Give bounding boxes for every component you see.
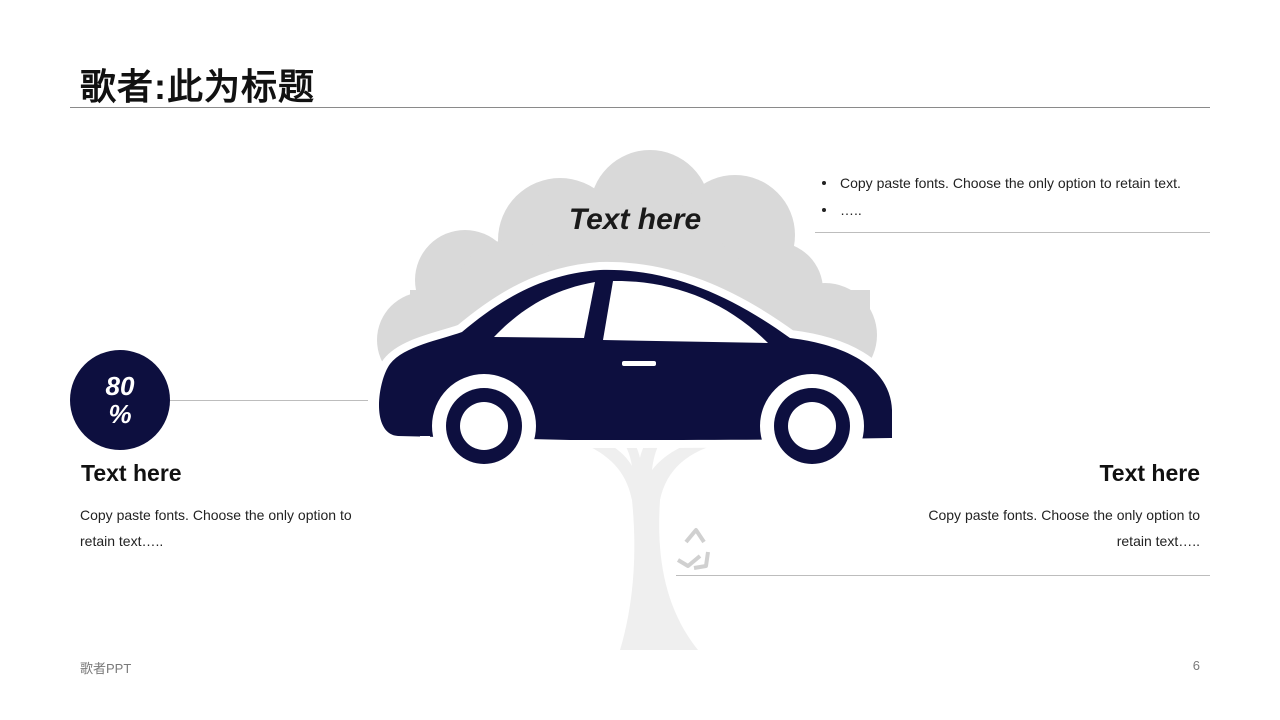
recycle-icon <box>676 528 710 570</box>
right-heading: Text here <box>1099 460 1200 486</box>
top-right-divider <box>815 232 1210 233</box>
cloud-caption: Text here <box>568 203 702 236</box>
bullet-dot-icon <box>822 208 826 212</box>
bullet-item: Copy paste fonts. Choose the only option… <box>820 170 1181 197</box>
page-number: 6 <box>1192 658 1200 673</box>
left-heading: Text here <box>81 460 182 486</box>
bullet-text: Copy paste fonts. Choose the only option… <box>840 175 1181 191</box>
footer-brand: 歌者PPT <box>80 661 132 676</box>
bullet-list: Copy paste fonts. Choose the only option… <box>820 170 1181 224</box>
tree-icon <box>570 416 726 650</box>
bullet-dot-icon <box>822 181 826 185</box>
car-icon <box>371 261 900 478</box>
left-connector-line <box>170 400 368 401</box>
percentage-badge: 80% <box>70 350 170 450</box>
percentage-value: 80% <box>105 371 135 429</box>
bottom-right-divider <box>676 575 1210 576</box>
car-tree-illustration <box>371 150 900 650</box>
title-divider <box>70 107 1210 108</box>
left-body-text: Copy paste fonts. Choose the only option… <box>80 507 352 549</box>
page-title: 歌者:此为标题 <box>80 66 315 107</box>
right-body-text: Copy paste fonts. Choose the only option… <box>928 507 1200 549</box>
bullet-item: ….. <box>820 197 1181 224</box>
bullet-text: ….. <box>840 202 862 218</box>
